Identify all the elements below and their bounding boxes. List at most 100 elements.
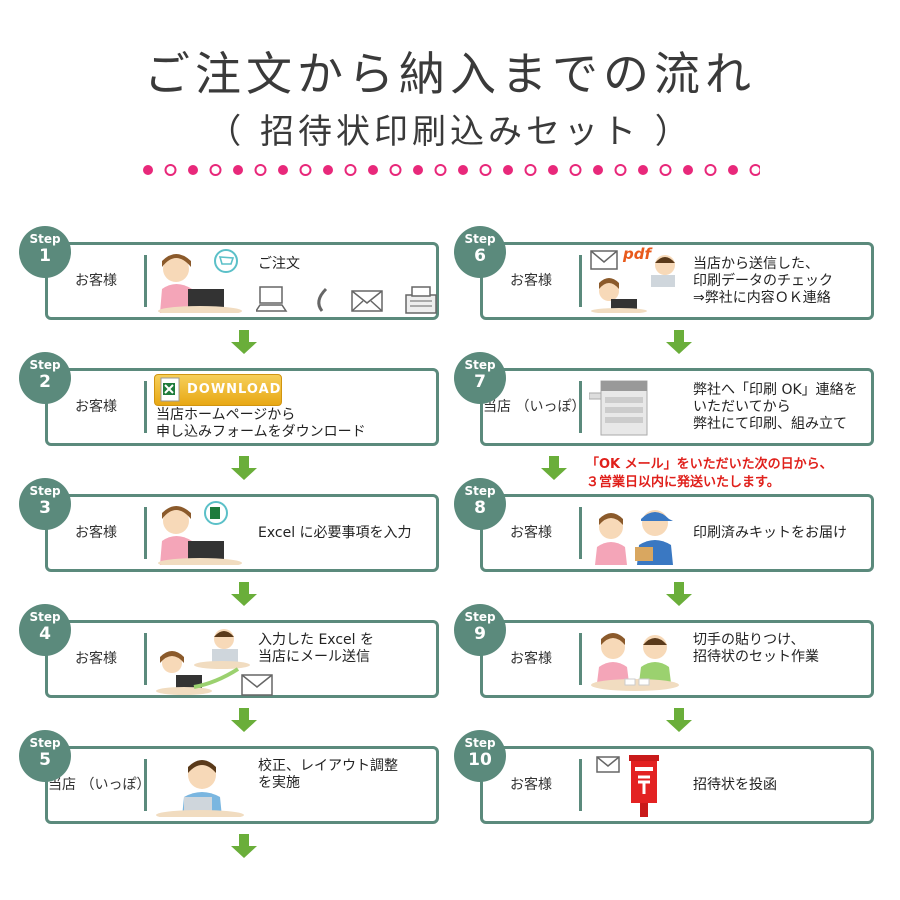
step-2-divider [144,381,147,433]
step-8-divider [579,507,582,559]
step-5-divider [144,759,147,811]
customer-excel-illustration [154,501,246,565]
step-9-card: お客様 切手の貼りつけ、 招待状のセット作業 [480,620,874,698]
page-title: ご注文から納入までの流れ [0,38,900,104]
step-6-badge: Step6 [454,226,506,278]
arrow-down-icon [666,330,692,354]
postbox-illustration [589,753,681,817]
divider-dot [368,165,378,175]
step-3-text: Excel に必要事項を入力 [258,497,412,569]
email-send-illustration [154,623,274,697]
step-4-badge: Step4 [19,604,71,656]
mail-icon [242,675,272,695]
pc-icon [256,287,286,311]
arrow-down-icon [541,456,567,480]
download-button[interactable]: DOWNLOAD [154,374,282,406]
step-1-divider [144,255,147,307]
download-label: DOWNLOAD [187,382,281,397]
mail-icon [352,291,382,311]
divider-dot [323,165,333,175]
shipping-note: 「OK メール」をいただいた次の日から、 ３営業日以内に発送いたします。 [586,456,833,492]
divider-dot [571,165,581,175]
arrow-down-icon [231,456,257,480]
step-6-card: お客様 pdf 当店から送信した、 印刷データのチェック ⇒弊社に内容ＯＫ連絡 [480,242,874,320]
divider-dot [751,165,761,175]
dot-divider [140,160,760,180]
order-channels-icons [256,285,438,315]
step-1-card: お客様 ご注文 [45,242,439,320]
step-6-text: 当店から送信した、 印刷データのチェック ⇒弊社に内容ＯＫ連絡 [693,245,833,317]
arrow-down-icon [231,330,257,354]
divider-dot [706,165,716,175]
divider-dot [683,165,693,175]
step-10-divider [579,759,582,811]
divider-dot [301,165,311,175]
arrow-down-icon [231,834,257,858]
step-10-text: 招待状を投函 [693,749,777,821]
step-9-divider [579,633,582,685]
step-4-text: 入力した Excel を 当店にメール送信 [258,623,374,675]
step-8-text: 印刷済みキットをお届け [693,497,847,569]
divider-dot [143,165,153,175]
step-8-card: お客様 印刷済みキットをお届け [480,494,874,572]
divider-dot [593,165,603,175]
divider-dot [638,165,648,175]
step-5-text: 校正、レイアウト調整 を実施 [258,749,398,801]
divider-dot [256,165,266,175]
mail-icon [597,757,619,772]
divider-dot [346,165,356,175]
step-3-divider [144,507,147,559]
divider-dot [278,165,288,175]
divider-dot [503,165,513,175]
step-3-card: お客様 Excel に必要事項を入力 [45,494,439,572]
fax-icon [406,287,436,313]
step-5-card: 当店 （いっぽ） 校正、レイアウト調整 を実施 [45,746,439,824]
shop-staff-illustration [154,753,246,817]
divider-dot [188,165,198,175]
step-6-divider [579,255,582,307]
divider-dot [211,165,221,175]
step-7-text: 弊社へ「印刷 OK」連絡を いただいてから 弊社にて印刷、組み立て [693,371,858,443]
divider-dot [526,165,536,175]
step-2-text: 当店ホームページから 申し込みフォームをダウンロード [156,401,366,447]
customer-laptop-illustration [154,249,246,313]
divider-dot [436,165,446,175]
divider-dot [661,165,671,175]
divider-dot [728,165,738,175]
phone-icon [319,289,326,311]
divider-dot [481,165,491,175]
divider-dot [458,165,468,175]
step-10-card: お客様 招待状を投函 [480,746,874,824]
arrow-down-icon [231,708,257,732]
stamp-work-illustration [589,627,681,691]
step-4-divider [144,633,147,685]
divider-dot [233,165,243,175]
pdf-label: pdf [623,245,651,263]
page-subtitle: （ 招待状印刷込みセット ） [0,104,900,153]
step-1-text: ご注文 [258,245,300,283]
divider-dot [616,165,626,175]
arrow-down-icon [666,708,692,732]
divider-dot [391,165,401,175]
mail-icon [591,251,617,269]
divider-dot [548,165,558,175]
step-9-text: 切手の貼りつけ、 招待状のセット作業 [693,623,819,675]
printer-illustration [589,375,681,439]
step-7-card: 当店 （いっぽ） 弊社へ「印刷 OK」連絡を いただいてから 弊社にて印刷、組み… [480,368,874,446]
divider-dot [413,165,423,175]
step-7-divider [579,381,582,433]
arrow-down-icon [666,582,692,606]
delivery-illustration [589,501,681,565]
excel-icon [159,377,183,403]
step-4-card: お客様 入力した Excel を 当店にメール送信 [45,620,439,698]
arrow-down-icon [231,582,257,606]
divider-dot [166,165,176,175]
